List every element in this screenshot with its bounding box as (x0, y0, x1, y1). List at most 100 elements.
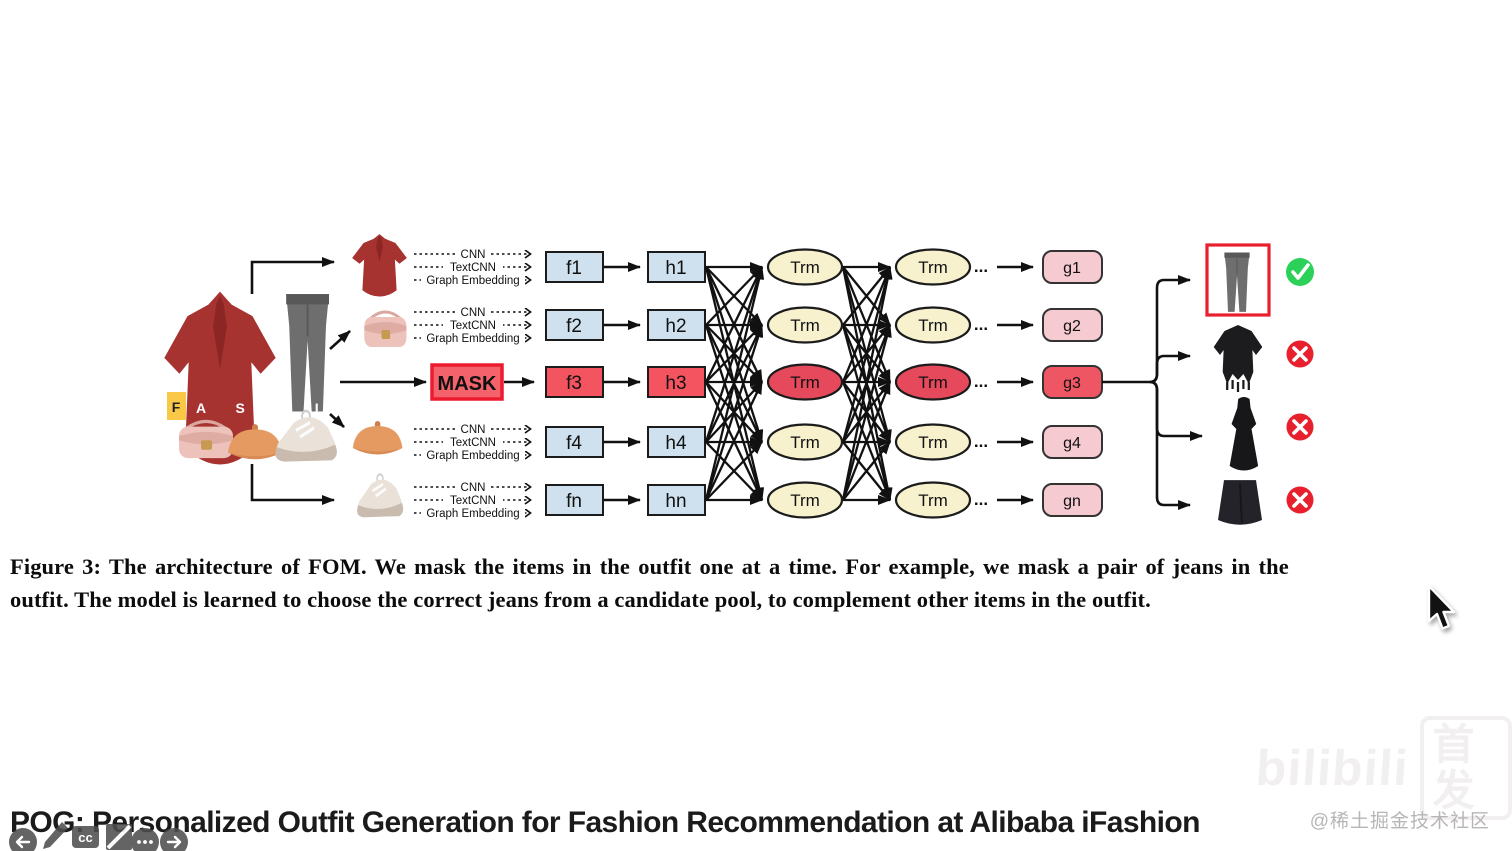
mask-node: MASK (430, 363, 535, 401)
trm-node-label: Trm (790, 316, 820, 335)
h-to-trm-connections (704, 262, 765, 505)
f-node-label: f4 (566, 433, 582, 454)
feature-label-cnn: CNN (461, 424, 486, 436)
trm-node-label: Trm (790, 491, 820, 510)
paper-title: POG: Personalized Outfit Generation for … (10, 806, 1200, 839)
figure-caption-line2: outfit. The model is learned to choose t… (10, 586, 1151, 612)
h-node-label: h2 (665, 316, 686, 337)
feature-label-cnn: CNN (461, 307, 486, 319)
g-nodes: g1 g2 g3 g4 gn (1042, 250, 1103, 517)
feature-label-textcnn: TextCNN (450, 320, 496, 332)
fashion-tag-letter: F (172, 399, 181, 415)
trm-to-trm-connections (841, 262, 893, 505)
ellipsis-text: ... (974, 315, 988, 334)
ellipsis-column: ... ... ... ... ... (974, 257, 988, 509)
ellipsis-text: ... (974, 372, 988, 391)
feature-lines: CNN TextCNN Graph Embedding CNN TextCNN … (414, 247, 530, 520)
collage-branch-arrows (250, 257, 427, 505)
f-nodes: f1 f2 f3 f4 fn (545, 251, 604, 516)
trm-node-label: Trm (918, 258, 948, 277)
candidate-dress-image (1229, 397, 1259, 471)
correct-check-icon (1286, 258, 1314, 286)
trm-node-label: Trm (918, 316, 948, 335)
f-node-label: f1 (566, 258, 582, 279)
fashion-tag: F A S H I O N (167, 392, 412, 420)
trm-node-label: Trm (790, 373, 820, 392)
figure-caption: Figure 3: The architecture of FOM. We ma… (10, 551, 1504, 616)
outfit-collage: F A S H I O N (164, 291, 412, 465)
trm-to-g-arrows (997, 262, 1034, 505)
row-bag-image (362, 310, 408, 349)
feature-lines-row1: CNN TextCNN Graph Embedding (414, 247, 530, 287)
g-node-label: g3 (1063, 375, 1081, 392)
closed-captions-button[interactable]: cc (72, 826, 99, 848)
bilibili-logo: bilibili (1254, 740, 1411, 797)
f-to-h-arrows (604, 262, 641, 505)
h-node-label: h4 (665, 433, 687, 454)
fashion-tag-letters: A S H I O N (196, 400, 412, 416)
feature-label-cnn: CNN (461, 482, 486, 494)
feature-label-graph: Graph Embedding (426, 508, 519, 520)
row-shoes-image (355, 472, 405, 519)
candidate-jacket-image (1212, 323, 1264, 394)
feature-lines-row2: CNN TextCNN Graph Embedding (414, 305, 530, 345)
wrong-x-icon (1286, 413, 1314, 441)
mask-label: MASK (438, 373, 497, 395)
ellipsis-text: ... (974, 490, 988, 509)
f-node-label: fn (566, 491, 582, 512)
candidate-skirt-image (1216, 479, 1264, 526)
bilibili-watermark: bilibili 首发 (1254, 716, 1512, 821)
outfit-bag-image (177, 419, 235, 460)
feature-lines-row4: CNN TextCNN Graph Embedding (414, 422, 530, 462)
trm-node-label: Trm (918, 433, 948, 452)
cc-label: cc (78, 830, 92, 845)
bilibili-first-release-badge: 首发 (1420, 716, 1512, 821)
correct-candidate-border (1205, 243, 1271, 317)
feature-lines-row5: CNN TextCNN Graph Embedding (414, 480, 530, 520)
clear-annotations-icon[interactable] (106, 824, 132, 850)
trm-node-label: Trm (918, 373, 948, 392)
g3-to-candidates-branch (1102, 275, 1203, 510)
h-node-label: h1 (665, 258, 686, 279)
row-beret-image (352, 421, 403, 455)
feature-label-textcnn: TextCNN (450, 437, 496, 449)
outfit-jeans-image (285, 293, 331, 413)
g-node-label: g2 (1063, 318, 1081, 335)
mouse-cursor (1427, 584, 1456, 630)
figure-caption-line1: Figure 3: The architecture of FOM. We ma… (10, 554, 1289, 579)
wrong-x-icon (1286, 486, 1314, 514)
f-node-label: f2 (566, 316, 582, 337)
trm-node-label: Trm (790, 433, 820, 452)
row-blouse-image (352, 234, 407, 297)
feature-label-graph: Graph Embedding (426, 275, 519, 287)
ellipsis-text: ... (974, 432, 988, 451)
feature-label-graph: Graph Embedding (426, 333, 519, 345)
h-node-label: h3 (665, 373, 686, 394)
trm-node-label: Trm (790, 258, 820, 277)
trm-layer-1: Trm Trm Trm Trm Trm (766, 248, 844, 519)
trm-node-label: Trm (918, 491, 948, 510)
candidate-pool (1205, 243, 1314, 526)
g-node-label: g4 (1063, 435, 1081, 452)
trm-layer-2: Trm Trm Trm Trm Trm (894, 248, 972, 519)
community-watermark: @稀土掘金技术社区 (1309, 811, 1490, 832)
figure-diagram: F A S H I O N MASK (164, 234, 1314, 526)
previous-slide-button[interactable] (9, 828, 37, 851)
f-node-label: f3 (566, 373, 582, 394)
g-node-label: gn (1063, 493, 1081, 510)
feature-label-graph: Graph Embedding (426, 450, 519, 462)
feature-label-cnn: CNN (461, 249, 486, 261)
h-node-label: hn (665, 491, 686, 512)
h-nodes: h1 h2 h3 h4 hn (647, 251, 706, 516)
feature-label-textcnn: TextCNN (450, 495, 496, 507)
pen-tool-icon[interactable] (43, 822, 68, 849)
outfit-shoes-image (273, 409, 339, 464)
next-slide-button[interactable] (160, 828, 188, 851)
presentation-controls: cc (9, 822, 188, 851)
ellipsis-text: ... (974, 257, 988, 276)
wrong-x-icon (1286, 340, 1314, 368)
g-node-label: g1 (1063, 260, 1081, 277)
candidate-jeans-image (1223, 251, 1251, 313)
more-options-button[interactable] (131, 828, 159, 851)
